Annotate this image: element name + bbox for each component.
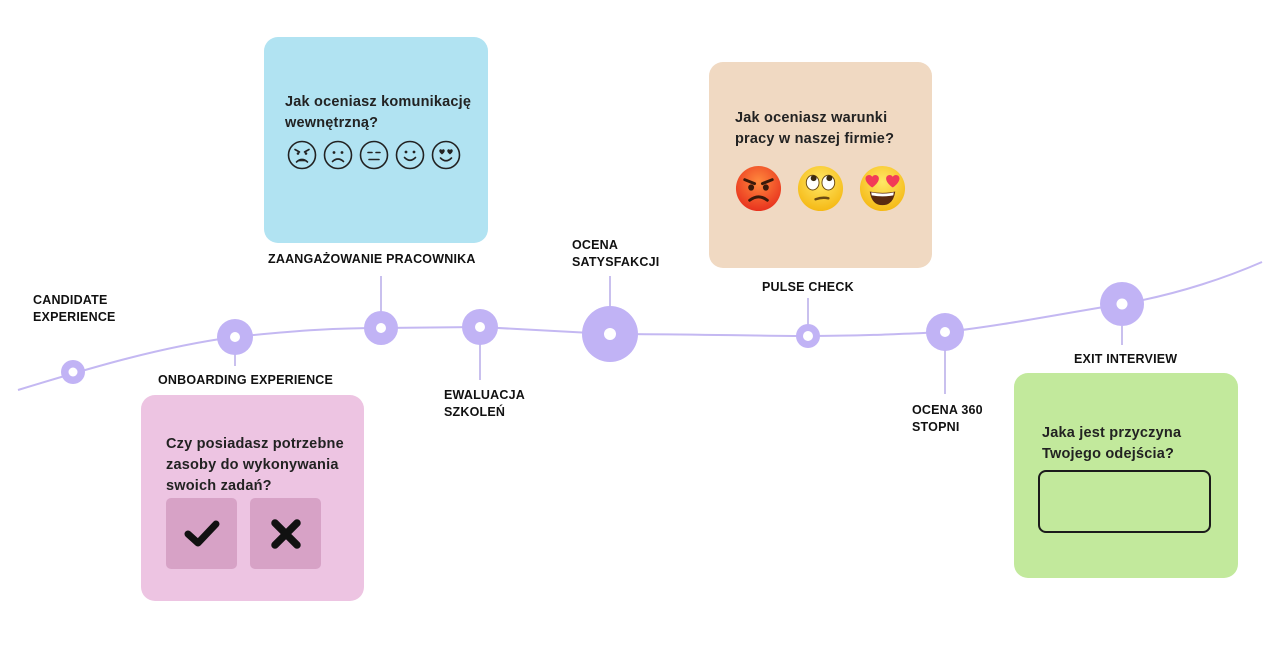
- exit-interview-card: Jaka jest przyczyna Twojego odejścia?: [1014, 373, 1238, 578]
- node-review360[interactable]: [926, 313, 964, 351]
- yes-button[interactable]: [166, 498, 237, 569]
- cross-icon: [270, 518, 301, 549]
- sad-face-icon[interactable]: [323, 140, 353, 170]
- angry-face-icon[interactable]: [287, 140, 317, 170]
- node-onboarding[interactable]: [217, 319, 253, 355]
- stage-label-review360: OCENA 360 STOPNI: [912, 403, 983, 434]
- eye-roll-emoji-icon[interactable]: [796, 164, 845, 213]
- emoji-rating: [734, 164, 907, 213]
- neutral-face-icon[interactable]: [359, 140, 389, 170]
- engagement-question: Jak oceniasz komunikację wewnętrzną?: [285, 94, 472, 131]
- rating-scale: [287, 140, 461, 170]
- node-candidate[interactable]: [61, 360, 85, 384]
- stage-label-training: EWALUACJA SZKOLEŃ: [444, 388, 525, 419]
- stage-label-exit: EXIT INTERVIEW: [1074, 352, 1178, 366]
- heart-eyes-emoji-icon[interactable]: [858, 164, 907, 213]
- stage-label-satisfaction: OCENA SATYSFAKCJI: [572, 238, 660, 269]
- node-training[interactable]: [462, 309, 498, 345]
- onboarding-survey-card: Czy posiadasz potrzebne zasoby do wykony…: [141, 395, 364, 601]
- stage-label-onboarding: ONBOARDING EXPERIENCE: [158, 373, 334, 387]
- stage-label-engagement: ZAANGAŻOWANIE PRACOWNIKA: [268, 252, 476, 266]
- node-satisfaction[interactable]: [582, 306, 638, 362]
- smiling-face-icon[interactable]: [395, 140, 425, 170]
- reason-text-input[interactable]: [1038, 470, 1211, 533]
- exit-question: Jaka jest przyczyna Twojego odejścia?: [1042, 425, 1182, 462]
- node-pulse[interactable]: [796, 324, 820, 348]
- no-button[interactable]: [250, 498, 321, 569]
- node-engagement[interactable]: [364, 311, 398, 345]
- pulse-question: Jak oceniasz warunki pracy w naszej firm…: [735, 110, 895, 147]
- engagement-survey-card: Jak oceniasz komunikację wewnętrzną?: [264, 37, 488, 243]
- heart-eyes-face-icon[interactable]: [431, 140, 461, 170]
- check-icon: [184, 520, 219, 546]
- stage-label-pulse: PULSE CHECK: [762, 280, 854, 294]
- angry-emoji-icon[interactable]: [734, 164, 783, 213]
- timeline-curve: [17, 261, 1263, 391]
- node-exit[interactable]: [1100, 282, 1144, 326]
- onboarding-question: Czy posiadasz potrzebne zasoby do wykony…: [166, 436, 344, 494]
- stage-label-candidate: CANDIDATE EXPERIENCE: [33, 293, 116, 324]
- pulse-check-card: Jak oceniasz warunki pracy w naszej firm…: [709, 62, 932, 268]
